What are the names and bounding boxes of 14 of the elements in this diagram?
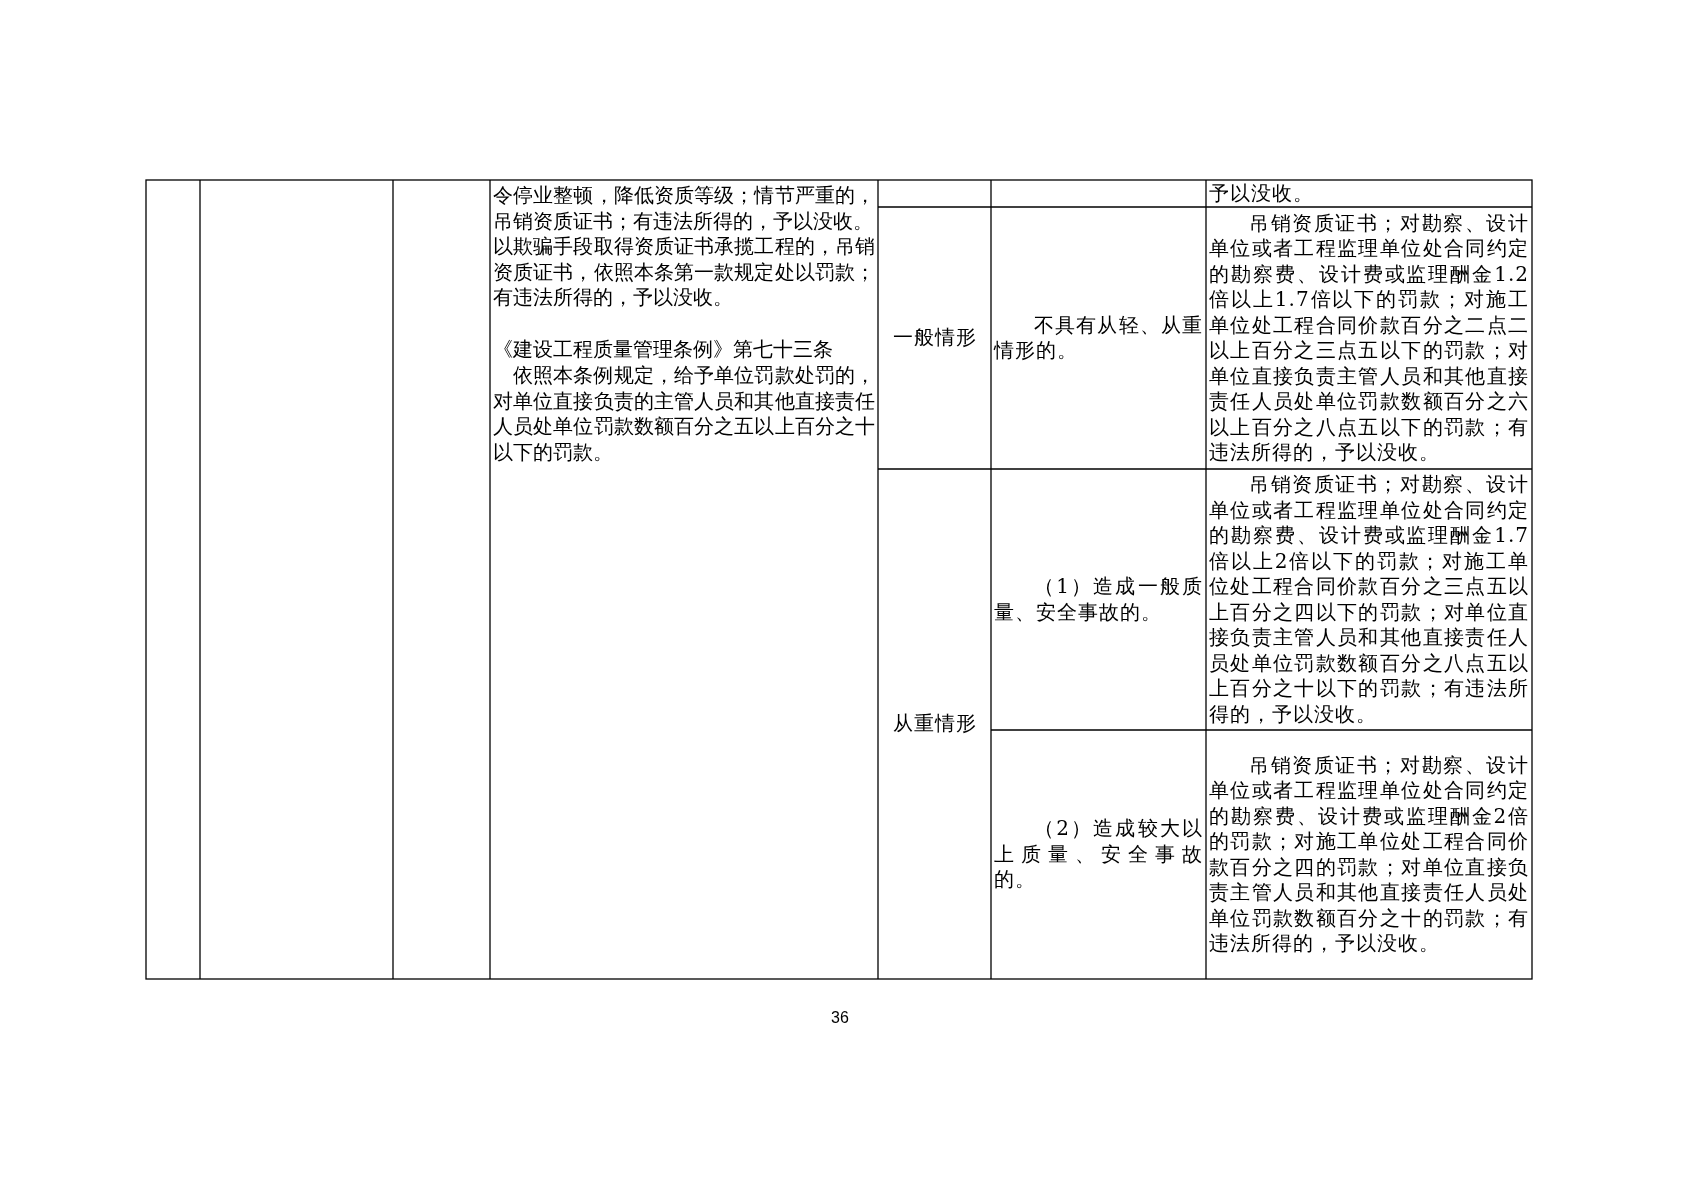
condition-text: 不具有从轻、从重情形的。 <box>994 312 1203 364</box>
condition-text: （1）造成一般质量、安全事故的。 <box>994 574 1203 625</box>
penalty-text: 吊销资质证书；对勘察、设计单位或者工程监理单位处合同约定的勘察费、设计费或监理酬金1.2倍以上1.7倍以下的罚款；对施工单位处工程合同价款百分之二点二以上百分之三点五以下的罚款；对单位直接负责主管人员和其他直接责任人员处单位罚款数额百分之六以上百分之八点五以下的罚款；有违法所得的，予以没收。 <box>1209 210 1529 466</box>
condition-text: （2）造成较大以上质量、安全事故的。 <box>994 816 1203 893</box>
legal-text: 令停业整顿，降低资质等级；情节严重的，吊销资质证书；有违法所得的，予以没收。 <box>493 183 875 234</box>
category-label: 从重情形 <box>892 711 977 737</box>
penalty-text: 予以没收。 <box>1209 181 1315 207</box>
legal-text: 依照本条例规定，给予单位罚款处罚的，对单位直接负责的主管人员和其他直接责任人员处单位罚款数额百分之五以上百分之十以下的罚款。 <box>493 363 875 465</box>
page-number: 36 <box>831 1008 849 1029</box>
category-label: 一般情形 <box>892 325 977 351</box>
legal-text: 以欺骗手段取得资质证书承揽工程的，吊销资质证书，依照本条第一款规定处以罚款；有违法所得的，予以没收。 <box>493 234 875 311</box>
legal-text: 《建设工程质量管理条例》第七十三条 <box>493 337 834 363</box>
penalty-text: 吊销资质证书；对勘察、设计单位或者工程监理单位处合同约定的勘察费、设计费或监理酬金1.7倍以上2倍以下的罚款；对施工单位处工程合同价款百分之三点五以上百分之四以下的罚款；对单位直接负责主管人员和其他直接责任人员处单位罚款数额百分之八点五以上百分之十以下的罚款；有违法所得的，予以没收。 <box>1209 472 1529 727</box>
penalty-text: 吊销资质证书；对勘察、设计单位或者工程监理单位处合同约定的勘察费、设计费或监理酬金2倍的罚款；对施工单位处工程合同价款百分之四的罚款；对单位直接负责主管人员和其他直接责任人员处单位罚款数额百分之十的罚款；有违法所得的，予以没收。 <box>1209 752 1529 957</box>
